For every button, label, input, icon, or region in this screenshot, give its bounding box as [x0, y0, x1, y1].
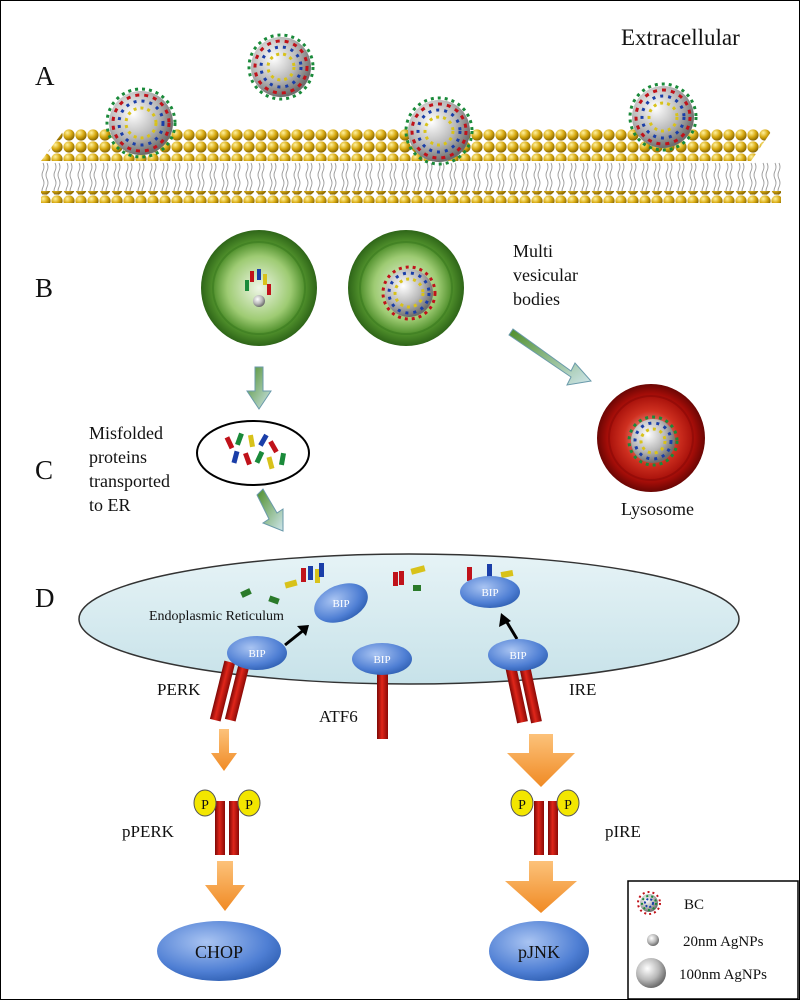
- panel-d-label: D: [35, 583, 55, 613]
- svg-text:P: P: [201, 798, 209, 813]
- pire-dimer: P P: [510, 789, 580, 855]
- arrow-to-er: [256, 488, 284, 532]
- lysosome: [597, 384, 705, 492]
- perk-receptor: BIP: [209, 636, 287, 722]
- legend-label-100nm: 100nm AgNPs: [679, 967, 767, 983]
- cell-membrane: [41, 129, 781, 203]
- corona-nanoparticle: [247, 33, 315, 101]
- pjnk-node: pJNK: [489, 921, 589, 981]
- mvb-label-line1: Multi: [513, 241, 553, 261]
- bip-release-arrow-perk: [284, 625, 309, 647]
- er-label: Endoplasmic Reticulum: [149, 609, 284, 624]
- svg-text:CHOP: CHOP: [195, 942, 243, 962]
- mvb-label-line2: vesicular: [513, 265, 578, 285]
- extracellular-label: Extracellular: [621, 25, 740, 50]
- small-sphere-icon: [647, 934, 659, 946]
- panel-c-label: C: [35, 455, 53, 485]
- pperk-label: pPERK: [122, 822, 175, 841]
- corona-nanoparticles: [105, 33, 698, 166]
- svg-text:BIP: BIP: [481, 587, 498, 599]
- orange-arrow-perk-2: [205, 861, 245, 911]
- misfolded-label-line3: transported: [89, 471, 170, 491]
- corona-nanoparticle: [105, 87, 177, 159]
- legend-label-bc: BC: [684, 897, 704, 913]
- atf6-label: ATF6: [319, 707, 358, 726]
- svg-text:P: P: [518, 798, 526, 813]
- svg-text:P: P: [245, 798, 253, 813]
- arrow-to-misfolded: [246, 366, 272, 410]
- bip-release-arrow-ire: [499, 613, 519, 640]
- legend: BC 20nm AgNPs 100nm AgNPs: [627, 880, 799, 1000]
- corona-nanoparticle: [404, 96, 474, 166]
- vesicle-large-np: [348, 230, 464, 346]
- perk-label: PERK: [157, 680, 201, 699]
- bip-free-1: BIP: [314, 583, 368, 623]
- svg-text:BIP: BIP: [509, 650, 526, 662]
- svg-text:BIP: BIP: [248, 648, 265, 660]
- svg-text:P: P: [564, 798, 572, 813]
- panel-a-label: A: [35, 61, 55, 91]
- svg-text:pJNK: pJNK: [518, 942, 560, 962]
- protein-corona-icon: [637, 891, 661, 915]
- orange-arrow-ire-1: [507, 734, 575, 787]
- corona-nanoparticle: [628, 82, 698, 152]
- pperk-dimer: P P: [193, 789, 261, 855]
- er-misfolded-proteins: [240, 563, 514, 605]
- misfolded-protein-cluster: [196, 420, 310, 486]
- svg-text:BIP: BIP: [373, 654, 390, 666]
- ire-receptor: BIP: [488, 639, 548, 724]
- orange-arrow-perk-1: [211, 729, 237, 771]
- mvb-label-line3: bodies: [513, 289, 560, 309]
- large-sphere-icon: [636, 958, 666, 988]
- legend-label-20nm: 20nm AgNPs: [683, 934, 764, 950]
- svg-text:BIP: BIP: [332, 598, 349, 610]
- pire-label: pIRE: [605, 822, 641, 841]
- bip-free-2: BIP: [460, 576, 520, 608]
- arrow-to-lysosome: [508, 328, 592, 386]
- orange-arrow-ire-2: [505, 861, 577, 913]
- misfolded-label-line2: proteins: [89, 447, 147, 467]
- atf6-receptor: BIP: [352, 643, 412, 739]
- chop-node: CHOP: [157, 921, 281, 981]
- ire-label: IRE: [569, 680, 596, 699]
- panel-b-label: B: [35, 273, 53, 303]
- misfolded-label-line4: to ER: [89, 495, 131, 515]
- vesicle-small-np: [201, 230, 317, 346]
- misfolded-label-line1: Misfolded: [89, 423, 163, 443]
- lysosome-label: Lysosome: [621, 499, 694, 519]
